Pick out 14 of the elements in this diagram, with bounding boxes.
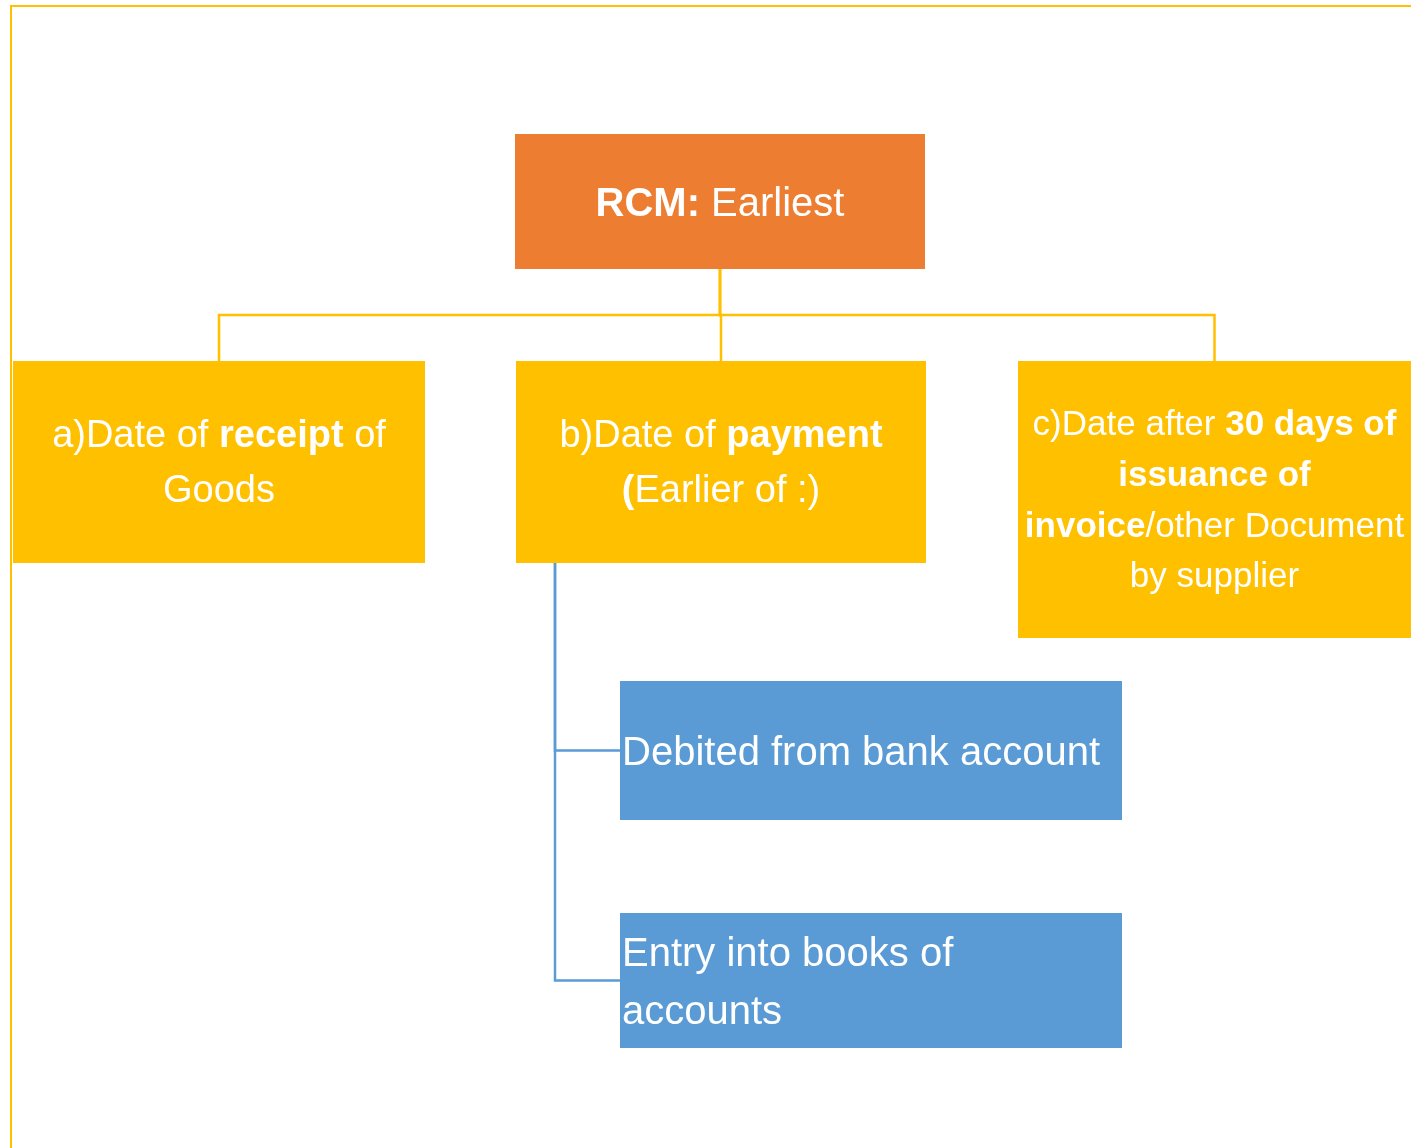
box-label: Entry into books of accounts — [622, 928, 955, 1034]
box-label: Debited from bank account — [622, 727, 1101, 775]
box-label: b)Date of payment (Earlier of :) — [558, 411, 884, 512]
box-label: a)Date of receipt of Goods — [51, 411, 387, 512]
box-label: RCM: Earliest — [595, 178, 845, 226]
connector-line — [718, 269, 1216, 361]
option-box — [620, 913, 1122, 1048]
category-box — [1018, 361, 1411, 638]
category-box — [13, 361, 425, 563]
box-label: c)Date after 30 days of issuance of invoice/other Document by supplier — [1023, 402, 1406, 597]
root-box — [515, 134, 925, 269]
connector-line — [553, 563, 620, 982]
category-box — [516, 361, 926, 563]
option-box — [620, 681, 1122, 820]
